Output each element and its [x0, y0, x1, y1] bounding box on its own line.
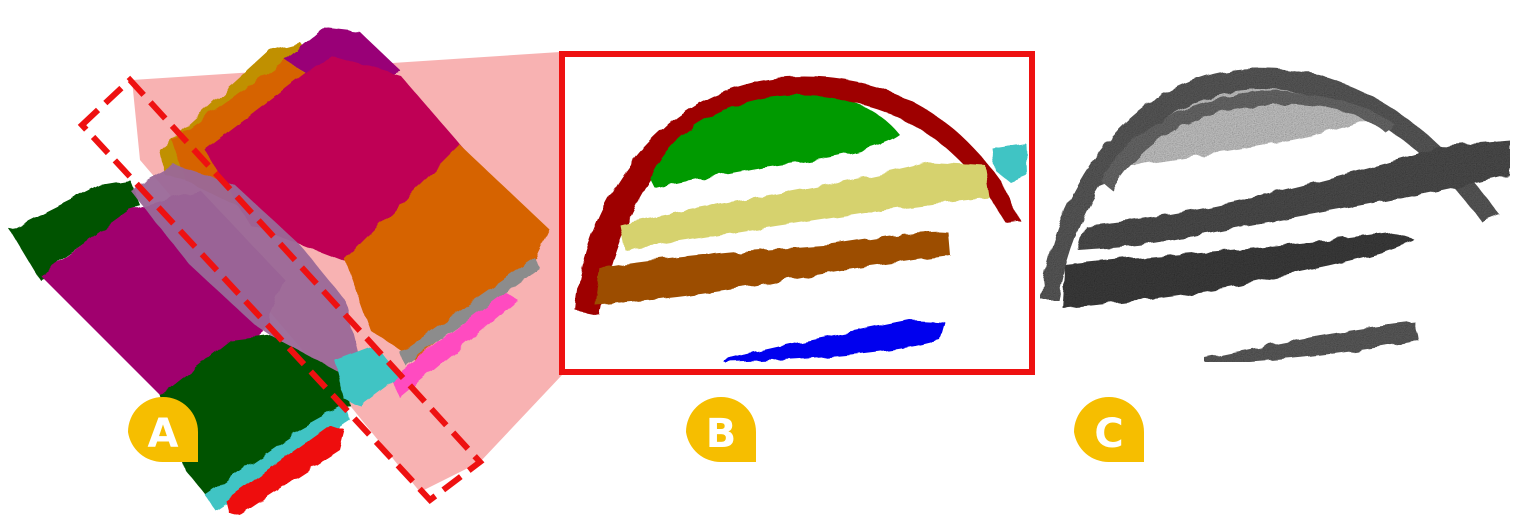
layer-orange-right [345, 145, 550, 360]
yellow-layer [620, 162, 990, 250]
cyan-fragment [992, 143, 1027, 182]
badge-a-label: A [148, 411, 179, 457]
layer-red-strip [225, 425, 345, 515]
blue-layer [722, 320, 945, 362]
gray-band-2 [1062, 232, 1415, 308]
gray-band-3 [1205, 322, 1418, 362]
badge-b-label: B [706, 411, 737, 457]
segmentation-layers [575, 76, 1027, 362]
layer-pink-edge [390, 292, 518, 398]
block-3d [10, 28, 550, 515]
panel-c: C [1040, 67, 1510, 463]
layer-cyan-bottom [205, 405, 350, 510]
layer-gray-edge [400, 258, 540, 365]
layer-mauve [130, 165, 360, 375]
layer-darkgreen-front [160, 335, 350, 500]
green-layer [650, 95, 900, 188]
panel-b-frame [559, 51, 1035, 375]
badge-b-shape [686, 397, 756, 463]
gray-band-1 [1078, 140, 1510, 250]
badge-c-label: C [1094, 411, 1123, 457]
layer-darkgreen-left [10, 180, 140, 280]
slice-highlight-box [77, 75, 485, 505]
brown-layer [595, 231, 950, 305]
panel-b: B [559, 51, 1035, 463]
badge-a: A [128, 397, 198, 463]
badge-a-shape [128, 397, 198, 463]
layer-cyan [335, 345, 400, 405]
badge-b: B [686, 397, 756, 463]
badge-c-shape [1074, 397, 1144, 463]
panel-a: A [10, 28, 562, 515]
gray-inner-arch [1100, 92, 1395, 190]
badge-c: C [1074, 397, 1144, 463]
light-lens [1112, 86, 1368, 168]
